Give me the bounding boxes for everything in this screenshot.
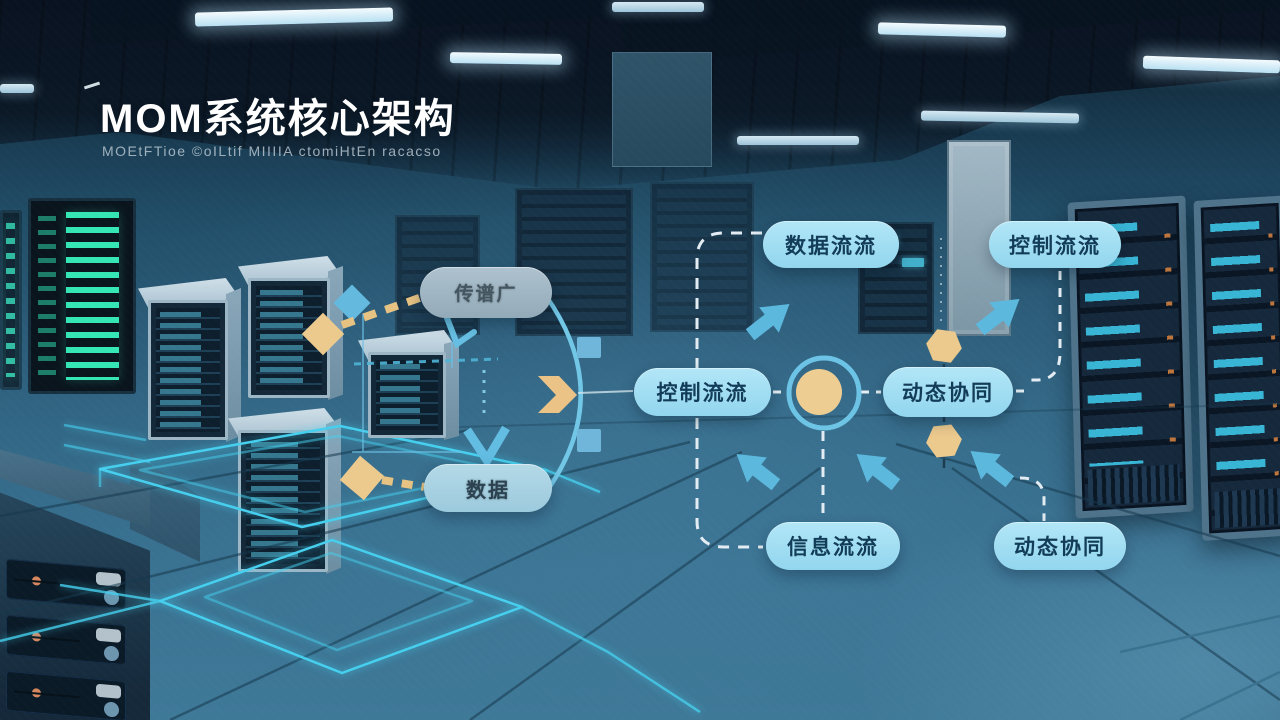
wall-panel: [612, 52, 712, 167]
page-title: MOM系统核心架构: [100, 97, 456, 141]
rack-screen: [902, 258, 924, 267]
led-column: [6, 223, 15, 377]
storage-cabinet: [0, 448, 150, 720]
gold-diamond-bottom: [339, 455, 385, 501]
gold-dashed-link-top: [340, 292, 427, 329]
gold-hexagon-top: [924, 328, 964, 364]
page-subtitle: MOEtFTioe ©oILtif MIIIIA ctomiHtEn racac…: [102, 143, 442, 159]
led-column: [65, 212, 119, 380]
led-column: [38, 216, 57, 376]
arrow-up-right-1: [740, 291, 800, 348]
server-tower-mini: [358, 330, 459, 440]
arrow-up-left-1: [726, 441, 786, 498]
floor-seams: [0, 403, 1280, 720]
tower-side: [326, 418, 341, 574]
blue-square-bottom: [577, 429, 601, 452]
node-control-flow-top: 控制流流: [989, 221, 1121, 268]
tower-front: [368, 352, 446, 438]
gold-diamond-top: [301, 312, 345, 356]
node-dynamic-collab-mid: 动态协同: [883, 367, 1013, 417]
distant-rack: [650, 182, 754, 332]
light-strip: [612, 2, 704, 12]
server-tower: [138, 278, 241, 442]
light-strip: [737, 136, 859, 145]
tower-side: [444, 340, 459, 440]
gold-dashed-link-bottom: [381, 476, 425, 491]
node-data-flow: 数据流流: [763, 221, 899, 268]
wireframe-lines: [352, 314, 462, 453]
blue-square-top: [577, 337, 601, 358]
left-led-rack: [0, 210, 22, 390]
hub-ring: [786, 355, 862, 431]
arrow-down-small: [444, 315, 477, 349]
node-left-top: 传谱广: [420, 267, 552, 318]
thin-link-line: [577, 390, 634, 394]
teal-dashed-line: [353, 357, 499, 366]
left-led-rack: [28, 198, 136, 394]
arrow-up-right-2: [970, 286, 1030, 343]
arrow-up-left-2: [846, 441, 906, 498]
arrow-down-chevron: [463, 425, 510, 469]
node-info-flow: 信息流流: [766, 522, 900, 570]
node-control-flow-mid: 控制流流: [634, 368, 771, 416]
node-dynamic-collab-bottom: 动态协同: [994, 522, 1126, 570]
dashed-flow-frame: [695, 231, 1062, 549]
light-strip: [0, 84, 34, 93]
gold-hexagon-bottom: [924, 423, 964, 459]
node-left-bottom: 数据: [424, 464, 552, 512]
gold-chevron: [538, 376, 577, 413]
tower-front: [148, 300, 228, 440]
arrow-up-left-3: [960, 438, 1020, 495]
tower-side: [226, 288, 241, 442]
hub-gold-dot: [796, 369, 842, 415]
